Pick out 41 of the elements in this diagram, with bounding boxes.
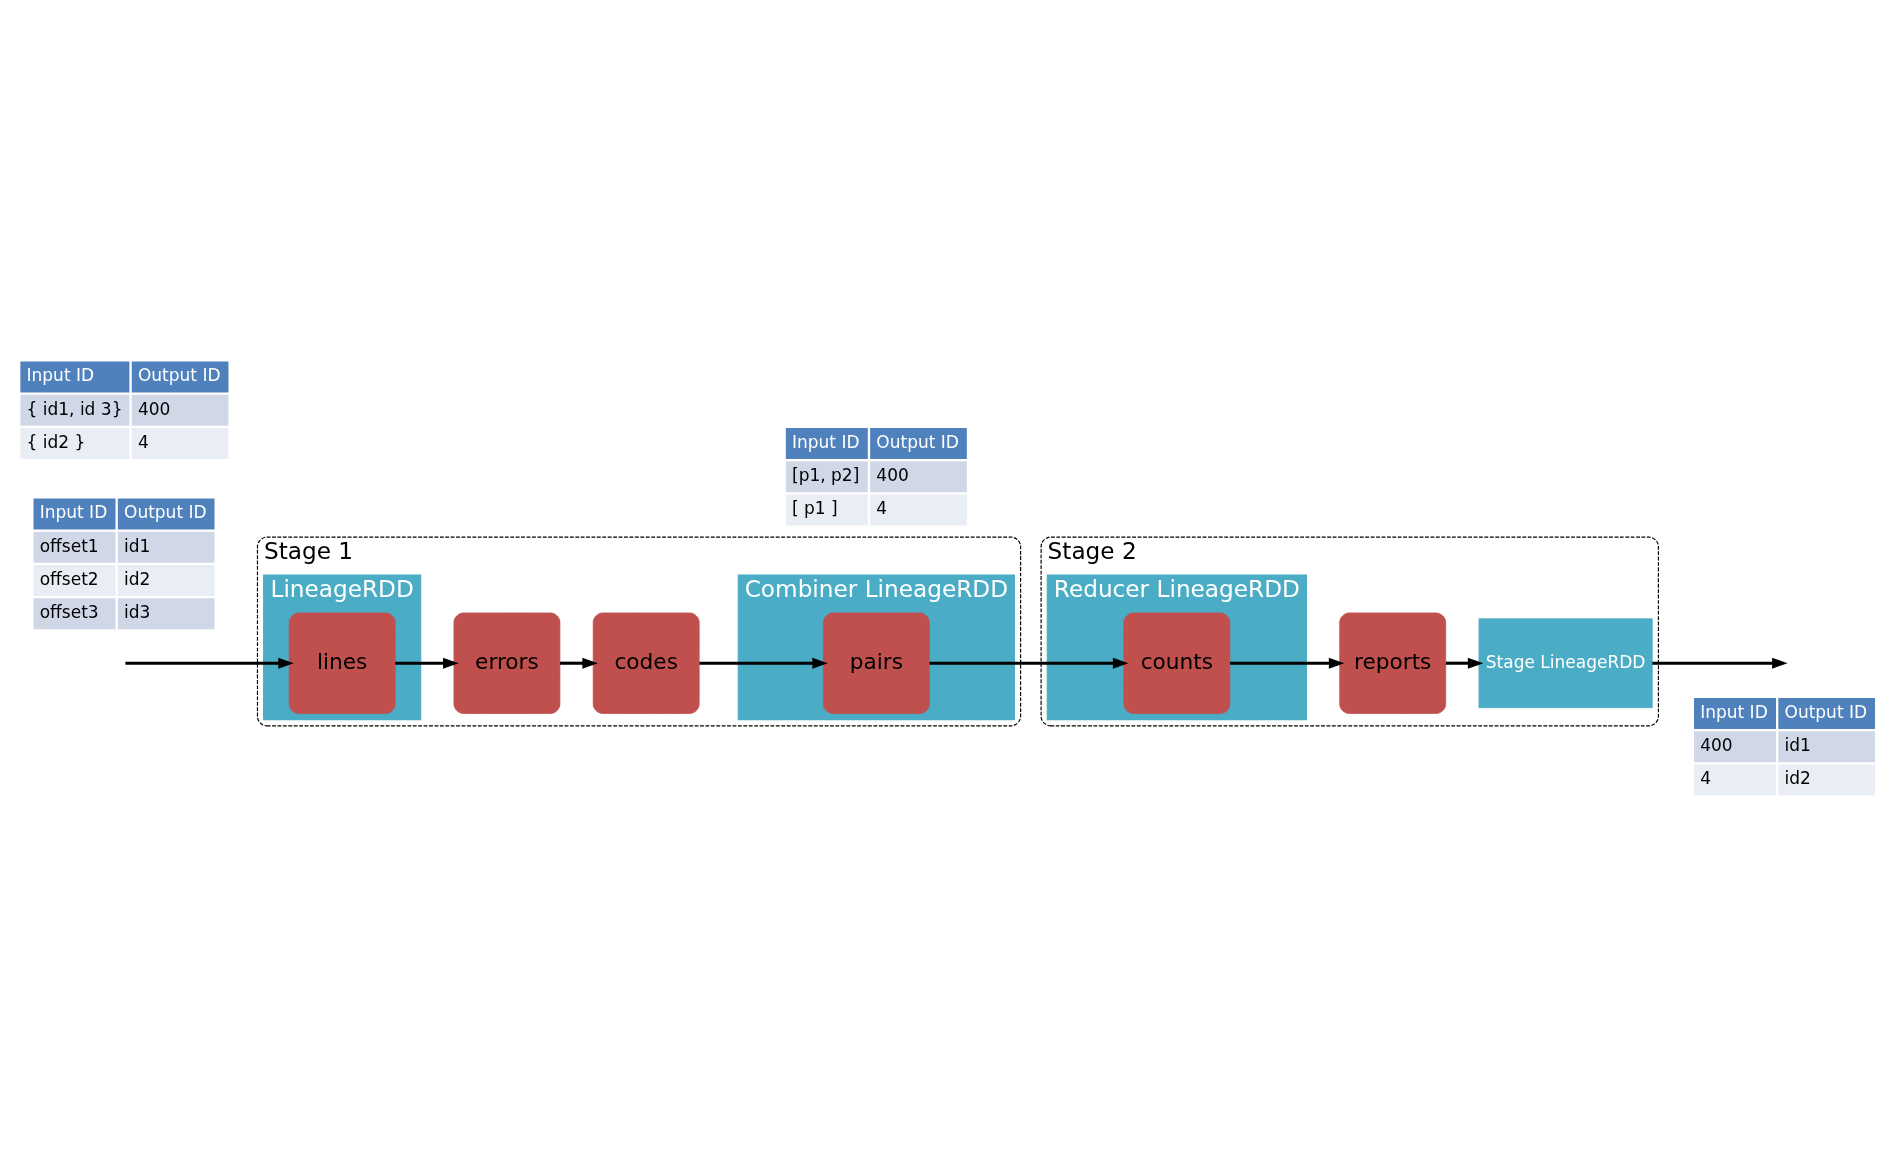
label: 400 bbox=[876, 464, 909, 485]
label: Output ID bbox=[1784, 701, 1868, 722]
node-box: pairs bbox=[822, 612, 930, 714]
label: Output ID bbox=[876, 431, 959, 452]
arrow bbox=[559, 657, 598, 669]
label: offset1 bbox=[39, 535, 99, 555]
label: Output ID bbox=[137, 364, 221, 385]
arrow bbox=[699, 657, 828, 669]
node-box: codes bbox=[592, 612, 700, 714]
arrow bbox=[395, 657, 459, 669]
label: Input ID bbox=[26, 364, 95, 385]
arrow bbox=[929, 657, 1129, 669]
label: id2 bbox=[124, 568, 151, 589]
node-box: errors bbox=[453, 612, 561, 714]
label: Input ID bbox=[1700, 701, 1768, 722]
label: { id1, id 3} bbox=[26, 398, 123, 419]
label: offset3 bbox=[39, 601, 99, 622]
label: Output ID bbox=[124, 501, 207, 522]
arrow bbox=[1230, 657, 1345, 669]
label: id1 bbox=[124, 535, 151, 555]
label: 4 bbox=[137, 431, 149, 452]
label: id2 bbox=[1784, 767, 1811, 788]
label: { id2 } bbox=[26, 431, 86, 452]
label: Input ID bbox=[792, 431, 860, 452]
label: 4 bbox=[1700, 767, 1712, 788]
node-box: counts bbox=[1123, 612, 1231, 714]
label: 400 bbox=[1700, 734, 1733, 755]
label: id1 bbox=[1784, 734, 1811, 755]
label: [ p1 ] bbox=[792, 497, 838, 518]
label: [p1, p2] bbox=[792, 464, 860, 485]
node-box: Stage LineageRDD bbox=[1478, 617, 1653, 708]
arrow bbox=[125, 657, 294, 669]
node-box: reports bbox=[1339, 612, 1447, 714]
arrow bbox=[1652, 657, 1788, 669]
node-box: lines bbox=[288, 612, 396, 714]
label: offset2 bbox=[39, 568, 99, 589]
arrow bbox=[1445, 657, 1484, 669]
label: 4 bbox=[876, 497, 888, 518]
label: 400 bbox=[137, 398, 171, 419]
label: Input ID bbox=[39, 501, 108, 522]
label: id3 bbox=[124, 601, 151, 622]
